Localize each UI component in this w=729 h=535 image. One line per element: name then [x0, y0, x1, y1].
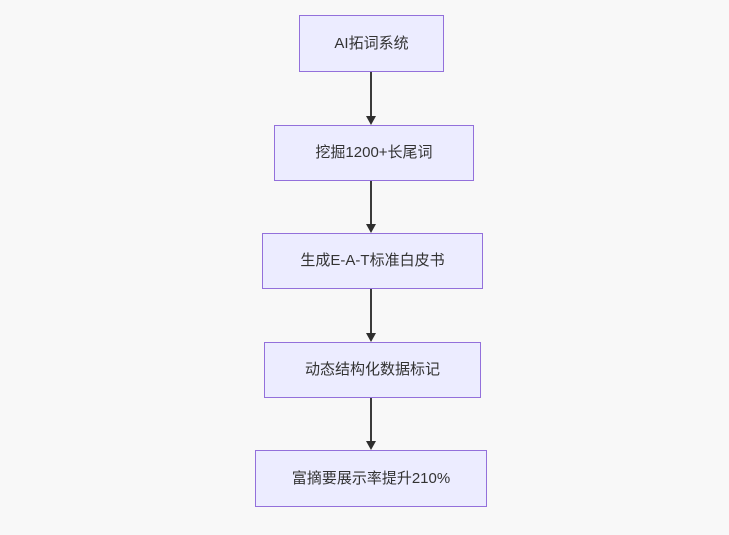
- flow-node-label: 生成E-A-T标准白皮书: [300, 252, 445, 269]
- flow-node-rich-snippet-rate: 富摘要展示率提升210%: [255, 450, 487, 507]
- edge-line: [370, 398, 372, 442]
- flow-node-label: 动态结构化数据标记: [304, 361, 440, 378]
- flow-node-ai-expansion-system: AI拓词系统: [299, 15, 444, 72]
- arrow-down-icon: [366, 224, 376, 233]
- flow-node-eat-whitepaper: 生成E-A-T标准白皮书: [262, 233, 483, 289]
- arrow-down-icon: [366, 116, 376, 125]
- edge-line: [370, 181, 372, 225]
- flow-node-label: 富摘要展示率提升210%: [291, 469, 451, 487]
- arrow-down-icon: [366, 441, 376, 450]
- arrow-down-icon: [366, 333, 376, 342]
- flow-node-longtail-mining: 挖掘1200+长尾词: [274, 125, 474, 181]
- edge-line: [370, 289, 372, 333]
- flow-node-label: AI拓词系统: [334, 34, 409, 52]
- edge-line: [370, 72, 372, 117]
- flow-node-structured-data-markup: 动态结构化数据标记: [264, 342, 481, 398]
- flow-node-label: 挖掘1200+长尾词: [315, 144, 433, 161]
